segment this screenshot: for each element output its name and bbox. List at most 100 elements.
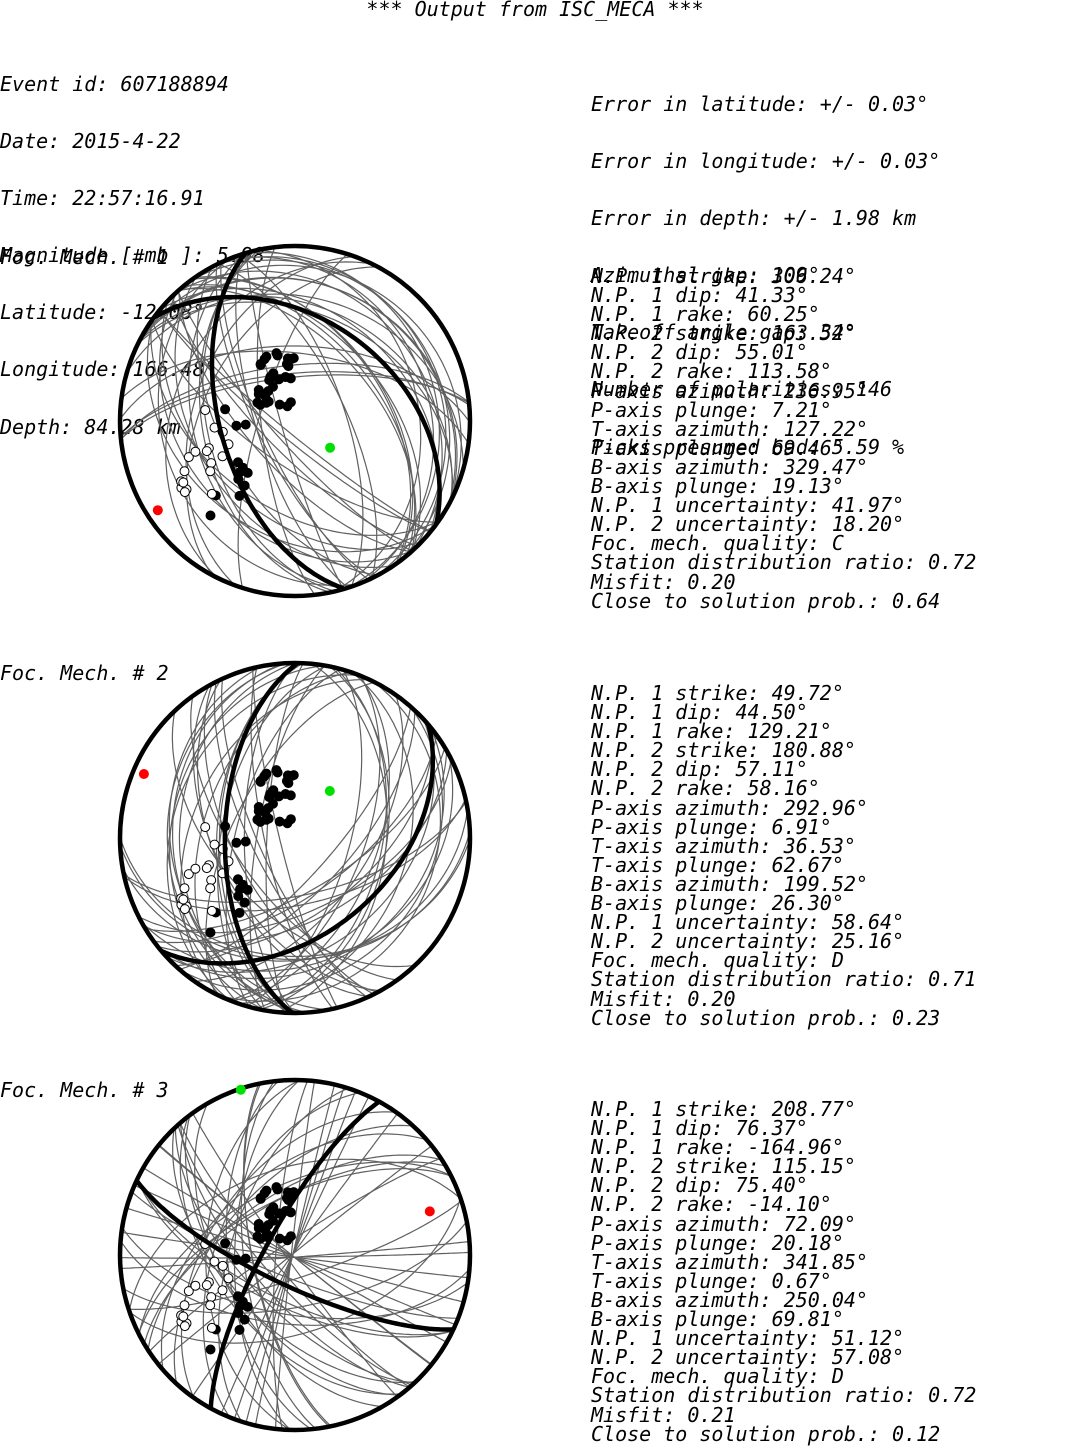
- dilatation-mark: [179, 883, 190, 894]
- alt-plane-curve: [220, 1096, 370, 1414]
- compression-mark: [231, 420, 242, 431]
- compression-mark: [233, 874, 243, 885]
- dilatation-mark: [190, 863, 201, 874]
- error-latitude: Error in latitude: +/- 0.03°: [591, 92, 929, 116]
- dilatation-mark: [217, 1260, 228, 1271]
- alt-plane-curve: [179, 705, 444, 991]
- dilatation-mark: [190, 446, 201, 457]
- mech-2-param-line: N.P. 2 rake: 58.16°: [591, 776, 820, 801]
- compression-mark: [220, 1238, 231, 1249]
- compression-mark: [234, 1324, 245, 1335]
- alt-plane-curve: [255, 667, 387, 1010]
- compression-mark: [220, 404, 231, 415]
- dilatation-mark: [190, 1280, 201, 1291]
- mech-2-param-line: N.P. 1 dip: 44.50°: [591, 700, 808, 725]
- mech-3-beachball: [117, 1077, 473, 1433]
- alt-plane-curve: [174, 1127, 415, 1384]
- alt-plane-curve: [249, 665, 326, 1011]
- compression-mark: [252, 1231, 263, 1242]
- alt-plane-curve: [218, 263, 378, 579]
- compression-mark: [255, 1193, 266, 1203]
- mech-1-param-line: T-axis azimuth: 127.22°: [591, 416, 868, 441]
- compression-mark: [240, 836, 251, 847]
- alt-plane-curve: [175, 270, 443, 550]
- mech-2-param-line: T-axis plunge: 62.67°: [591, 852, 844, 877]
- dilatation-mark: [183, 452, 194, 463]
- mech-1-param-line: Close to solution prob.: 0.64: [591, 588, 941, 613]
- mech-1-param-line: N.P. 2 uncertainty: 18.20°: [591, 512, 905, 537]
- mech-1-param-line: P-axis plunge: 7.21°: [591, 397, 832, 422]
- mech-1-param-line: N.P. 1 strike: 306.24°: [591, 264, 856, 288]
- mech-2-param-line: T-axis azimuth: 36.53°: [591, 833, 856, 858]
- mech-3-param-line: T-axis azimuth: 341.85°: [591, 1249, 868, 1274]
- alt-plane-curve: [237, 253, 348, 589]
- dilatation-mark: [205, 883, 216, 894]
- dilatation-mark: [206, 458, 217, 469]
- nodal-plane-1: [208, 1099, 381, 1409]
- event-magnitude: Magnitude [ mb ]: 5.98: [0, 243, 265, 268]
- dilatation-mark: [206, 488, 217, 499]
- compression-mark: [271, 348, 282, 359]
- compression-mark: [282, 1187, 293, 1198]
- alt-plane-curve: [129, 1197, 461, 1344]
- mech-3-param-line: N.P. 1 dip: 76.37°: [591, 1116, 808, 1141]
- mech-1-param-line: B-axis plunge: 19.13°: [591, 474, 844, 499]
- alt-plane-curve: [142, 1167, 447, 1343]
- focal-sphere-outline: [117, 1077, 473, 1433]
- alt-plane-curve: [131, 1191, 459, 1319]
- mech-1-param-line: N.P. 1 uncertainty: 41.97°: [591, 493, 905, 518]
- alt-plane-curve: [168, 665, 328, 1011]
- alt-plane-curve: [179, 1122, 410, 1388]
- alt-plane-curve: [180, 1111, 397, 1398]
- mech-3-param-line: N.P. 2 uncertainty: 57.08°: [591, 1345, 905, 1370]
- alt-plane-curve: [151, 319, 438, 523]
- compression-mark: [253, 385, 264, 395]
- mech-1-param-line: N.P. 2 strike: 163.52°: [591, 321, 856, 346]
- compression-mark: [264, 375, 275, 386]
- mech-2-param-line: N.P. 2 dip: 57.11°: [591, 757, 808, 782]
- compression-mark: [271, 1182, 282, 1193]
- mech-1-param-line: Misfit: 0.20: [591, 569, 736, 594]
- alt-plane-curve: [128, 1158, 462, 1312]
- mech-3-param-line: Foc. mech. quality: D: [591, 1364, 844, 1389]
- alt-plane-curve: [190, 259, 451, 563]
- alt-plane-curve: [178, 662, 296, 1014]
- mech-1-param-line: Station distribution ratio: 0.72: [591, 550, 977, 575]
- mech-2-param-line: N.P. 1 strike: 49.72°: [591, 681, 844, 705]
- mech-3-param-line: Close to solution prob.: 0.12: [591, 1421, 941, 1446]
- alt-plane-curve: [185, 255, 355, 586]
- alt-plane-curve: [237, 672, 414, 1004]
- number-of-polarities: Number of polarities: 146: [591, 377, 893, 402]
- nodal-plane-2: [222, 661, 300, 1015]
- alt-plane-curve: [194, 671, 352, 1005]
- error-longitude: Error in longitude: +/- 0.03°: [591, 149, 941, 174]
- mech-1-param-line: N.P. 2 rake: 113.58°: [591, 359, 832, 384]
- nodal-plane-2: [209, 251, 346, 591]
- dilatation-mark: [179, 1300, 190, 1311]
- compression-mark: [274, 816, 285, 827]
- compression-mark: [242, 467, 253, 478]
- mech-2-param-line: N.P. 1 uncertainty: 58.64°: [591, 910, 905, 935]
- alt-plane-curve: [175, 710, 416, 967]
- mech-3-param-line: P-axis plunge: 20.18°: [591, 1230, 844, 1255]
- alt-plane-curve: [233, 1079, 301, 1431]
- alt-plane-curve: [227, 256, 435, 584]
- compression-mark: [261, 1185, 272, 1196]
- event-longitude: Longitude: 166.48°: [0, 357, 217, 382]
- alt-plane-curve: [138, 1168, 452, 1335]
- alt-plane-curve: [217, 680, 441, 1002]
- compression-mark: [205, 510, 216, 521]
- alt-plane-curve: [214, 256, 447, 577]
- compression-mark: [255, 776, 266, 786]
- compression-mark: [231, 837, 242, 848]
- mech-1-param-line: B-axis azimuth: 329.47°: [591, 454, 868, 479]
- t-axis-marker: [235, 1084, 246, 1095]
- compression-mark: [285, 814, 296, 825]
- dilatation-mark: [209, 1256, 220, 1267]
- dilatation-mark: [206, 1292, 217, 1303]
- alt-plane-curve: [143, 750, 448, 944]
- mech-2-param-line: N.P. 2 uncertainty: 25.16°: [591, 929, 905, 954]
- mech-2-param-line: P-axis azimuth: 292.96°: [591, 795, 868, 820]
- alt-plane-curve: [120, 1240, 470, 1326]
